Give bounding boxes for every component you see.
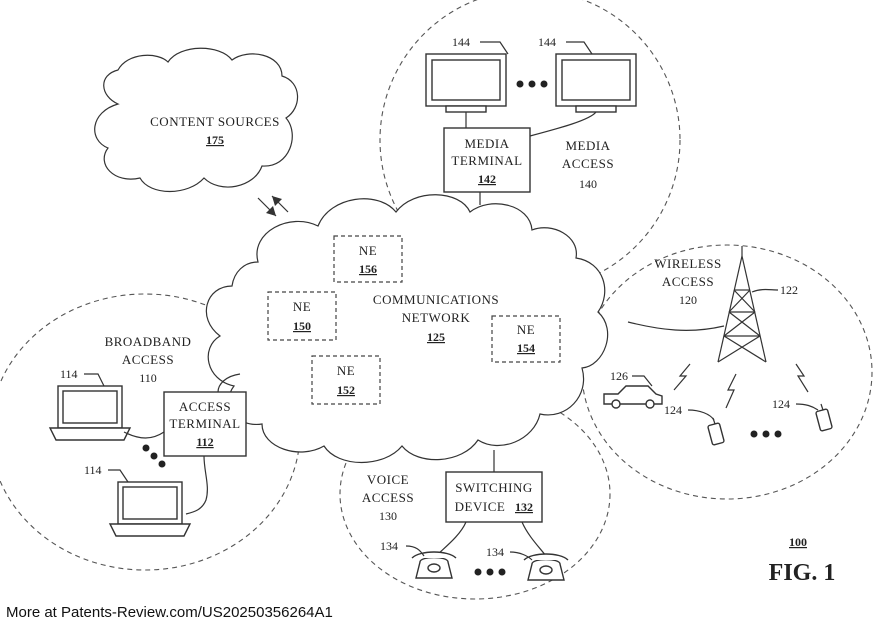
figure-ref: 100	[789, 535, 807, 549]
figure-label: FIG. 1	[769, 560, 836, 586]
switching-device-box	[445, 471, 543, 523]
ne-154-box	[491, 315, 561, 363]
leader-134-right	[509, 551, 533, 561]
link-switch-phone-right	[521, 521, 547, 557]
media-terminal-label-line2: TERMINAL	[451, 153, 522, 168]
arrowhead-to-content-sources	[272, 196, 282, 206]
network-label-line1: COMMUNICATIONS	[373, 292, 499, 307]
cell-tower-icon	[717, 246, 767, 363]
laptop-ref-bottom: 114	[84, 463, 102, 477]
link-switch-phone-left	[435, 521, 467, 557]
mobile-phone-icon-right	[815, 403, 833, 432]
phone-ref-right: 124	[772, 397, 790, 411]
laptop-ref-top: 114	[60, 367, 78, 381]
laptop-icon-bottom	[108, 481, 192, 537]
media-terminal-label-line1: MEDIA	[464, 136, 509, 151]
network-label-line2: NETWORK	[402, 310, 471, 325]
broadband-access-label-line1: BROADBAND	[105, 334, 192, 349]
wireless-access-label-line2: ACCESS	[662, 274, 714, 289]
voice-access-ref: 130	[379, 509, 397, 523]
voice-ellipsis	[474, 568, 506, 576]
broadband-access-ref: 110	[139, 371, 157, 385]
media-access-ref: 140	[579, 177, 597, 191]
ne-152-label: NE	[337, 363, 355, 378]
media-terminal-box	[443, 127, 531, 193]
display-ref-right: 144	[538, 35, 556, 49]
wireless-access-ref: 120	[679, 293, 697, 307]
leader-122	[751, 288, 779, 293]
wireless-ellipsis	[750, 430, 782, 438]
link-laptop-top-terminal	[123, 431, 165, 439]
mobile-phone-icon-left	[707, 417, 725, 446]
leader-126	[632, 375, 653, 387]
content-sources-label: CONTENT SOURCES	[150, 114, 280, 129]
ne-156-box	[333, 235, 403, 283]
telephone-icon-left	[411, 551, 457, 579]
vehicle-ref: 126	[610, 369, 628, 383]
leader-144-left	[480, 41, 509, 55]
link-terminal-display-right	[529, 111, 597, 137]
ne-152-box	[311, 355, 381, 405]
leader-124-left	[687, 409, 715, 421]
switching-device-ref: 132	[515, 500, 533, 514]
link-terminal-network	[217, 373, 241, 393]
link-terminal-laptop-bottom	[185, 455, 208, 515]
vehicle-icon	[603, 385, 663, 409]
broadband-access-label-line2: ACCESS	[122, 352, 174, 367]
content-sources-ref: 175	[206, 133, 224, 147]
telephone-icon-right	[523, 553, 569, 581]
voice-access-label-line1: VOICE	[367, 472, 409, 487]
communications-network-cloud	[205, 194, 609, 463]
broadband-ellipsis	[142, 444, 166, 468]
ne-154-label: NE	[517, 322, 535, 337]
media-terminal-ref: 142	[478, 172, 496, 186]
leader-144-right	[566, 41, 593, 55]
leader-134-left	[405, 545, 425, 557]
switching-device-label-line2: DEVICE	[455, 499, 506, 514]
switching-device-label-line1: SWITCHING	[455, 480, 532, 495]
access-terminal-box	[163, 391, 247, 457]
wireless-access-label-line1: WIRELESS	[654, 256, 722, 271]
display-icon-left	[425, 53, 507, 113]
link-tower-network	[627, 321, 725, 331]
tower-ref: 122	[780, 283, 798, 297]
ne-152-ref: 152	[337, 383, 355, 397]
ne-156-ref: 156	[359, 262, 377, 276]
network-ref: 125	[427, 330, 445, 344]
media-access-label-line2: ACCESS	[562, 156, 614, 171]
media-access-label-line1: MEDIA	[565, 138, 610, 153]
ne-154-ref: 154	[517, 341, 535, 355]
signal-bolt-icons	[673, 363, 809, 409]
phone-ref-134-right: 134	[486, 545, 504, 559]
ne-150-label: NE	[293, 299, 311, 314]
phone-ref-left: 124	[664, 403, 682, 417]
display-ref-left: 144	[452, 35, 470, 49]
media-ellipsis	[516, 80, 548, 88]
ne-156-label: NE	[359, 243, 377, 258]
ne-150-box	[267, 291, 337, 341]
content-sources-cloud	[94, 47, 299, 193]
phone-ref-134-left: 134	[380, 539, 398, 553]
leader-114-top	[84, 373, 105, 387]
source-footer: More at Patents-Review.com/US20250356264…	[6, 604, 333, 621]
laptop-icon-top	[48, 385, 132, 441]
arrowhead-to-network	[266, 206, 276, 216]
leader-114-bottom	[108, 469, 129, 483]
access-terminal-label-line1: ACCESS	[179, 399, 231, 414]
access-terminal-label-line2: TERMINAL	[169, 416, 240, 431]
voice-access-label-line2: ACCESS	[362, 490, 414, 505]
leader-124-right	[795, 403, 819, 411]
ne-150-ref: 150	[293, 319, 311, 333]
access-terminal-ref: 112	[196, 435, 213, 449]
display-icon-right	[555, 53, 637, 113]
